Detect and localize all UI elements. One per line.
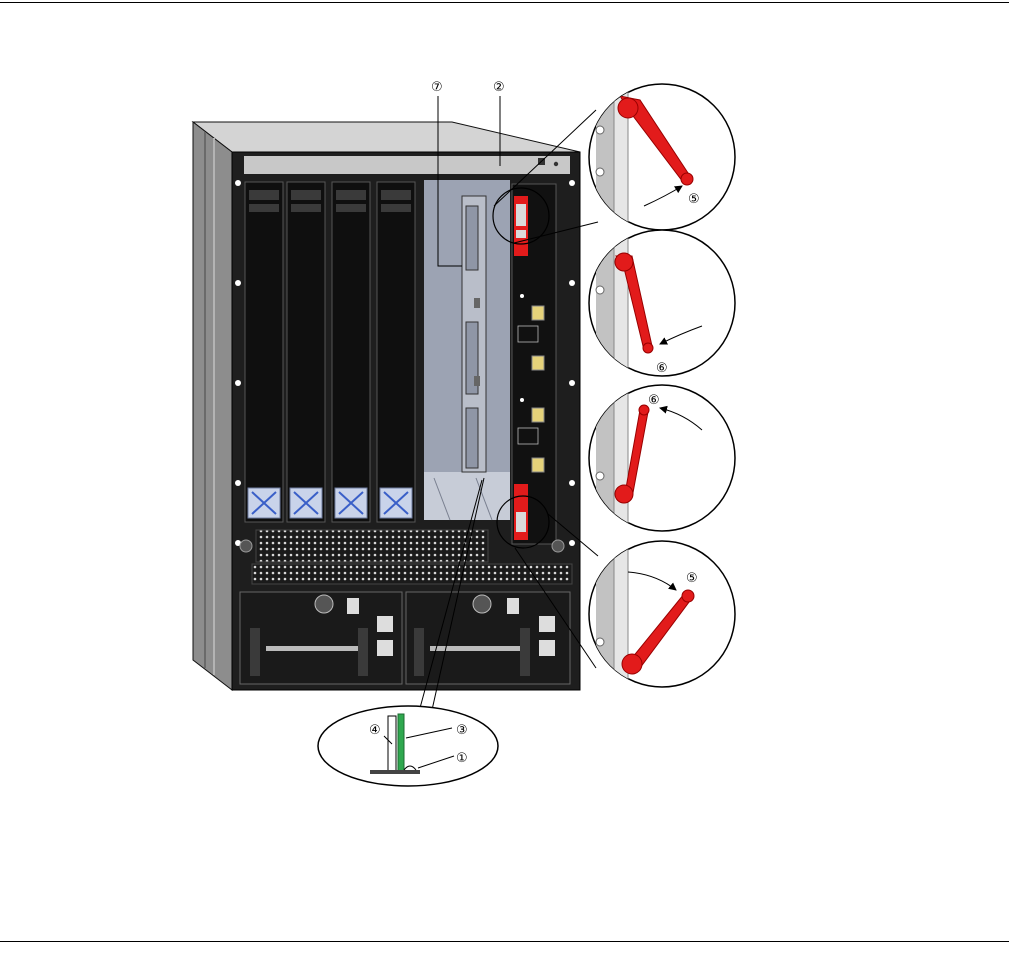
sfp-port xyxy=(532,356,544,370)
blank-panel xyxy=(287,182,325,522)
blank-panel xyxy=(245,182,283,522)
callout-3: ③ xyxy=(456,723,468,738)
lower-vent-grille xyxy=(252,564,572,584)
detail-bottom-lever-closed: ⑥ xyxy=(589,384,735,544)
chassis-top-face xyxy=(193,122,580,152)
power-socket-icon xyxy=(539,616,555,632)
power-supply-left xyxy=(240,592,402,684)
upper-vent-grille xyxy=(256,530,488,562)
chassis xyxy=(193,122,580,690)
detail-top-lever-closed: ⑥ xyxy=(589,228,735,388)
power-supply-handle xyxy=(266,646,366,651)
blank-panel xyxy=(332,182,370,522)
sfp-port xyxy=(532,408,544,422)
callout-1: ① xyxy=(456,751,468,766)
guide-base xyxy=(370,770,420,774)
callout-5-top: ⑤ xyxy=(688,192,700,207)
sfp-port xyxy=(532,458,544,472)
power-socket-icon xyxy=(377,640,393,656)
sfp-port xyxy=(532,306,544,320)
slot-label-strip xyxy=(244,156,570,174)
blank-panel xyxy=(377,182,415,522)
callout-7: ⑦ xyxy=(431,80,443,95)
detail-bottom-lever-open: ⑤ xyxy=(589,540,735,700)
detail-top-lever-open: ⑤ xyxy=(589,80,735,240)
power-switch-icon xyxy=(507,598,519,614)
indicator-icon xyxy=(554,162,558,166)
power-socket-icon xyxy=(377,616,393,632)
callout-4: ④ xyxy=(369,723,381,738)
callout-5-bottom: ⑤ xyxy=(686,571,698,586)
chassis-side-face xyxy=(193,122,232,690)
callout-6-lower: ⑥ xyxy=(648,393,660,408)
power-supply-handle xyxy=(430,646,528,651)
pcb-card-edge xyxy=(398,714,404,772)
callout-2: ② xyxy=(493,80,505,95)
power-socket-icon xyxy=(539,640,555,656)
callout-6-upper: ⑥ xyxy=(656,361,668,376)
power-switch-icon xyxy=(347,598,359,614)
